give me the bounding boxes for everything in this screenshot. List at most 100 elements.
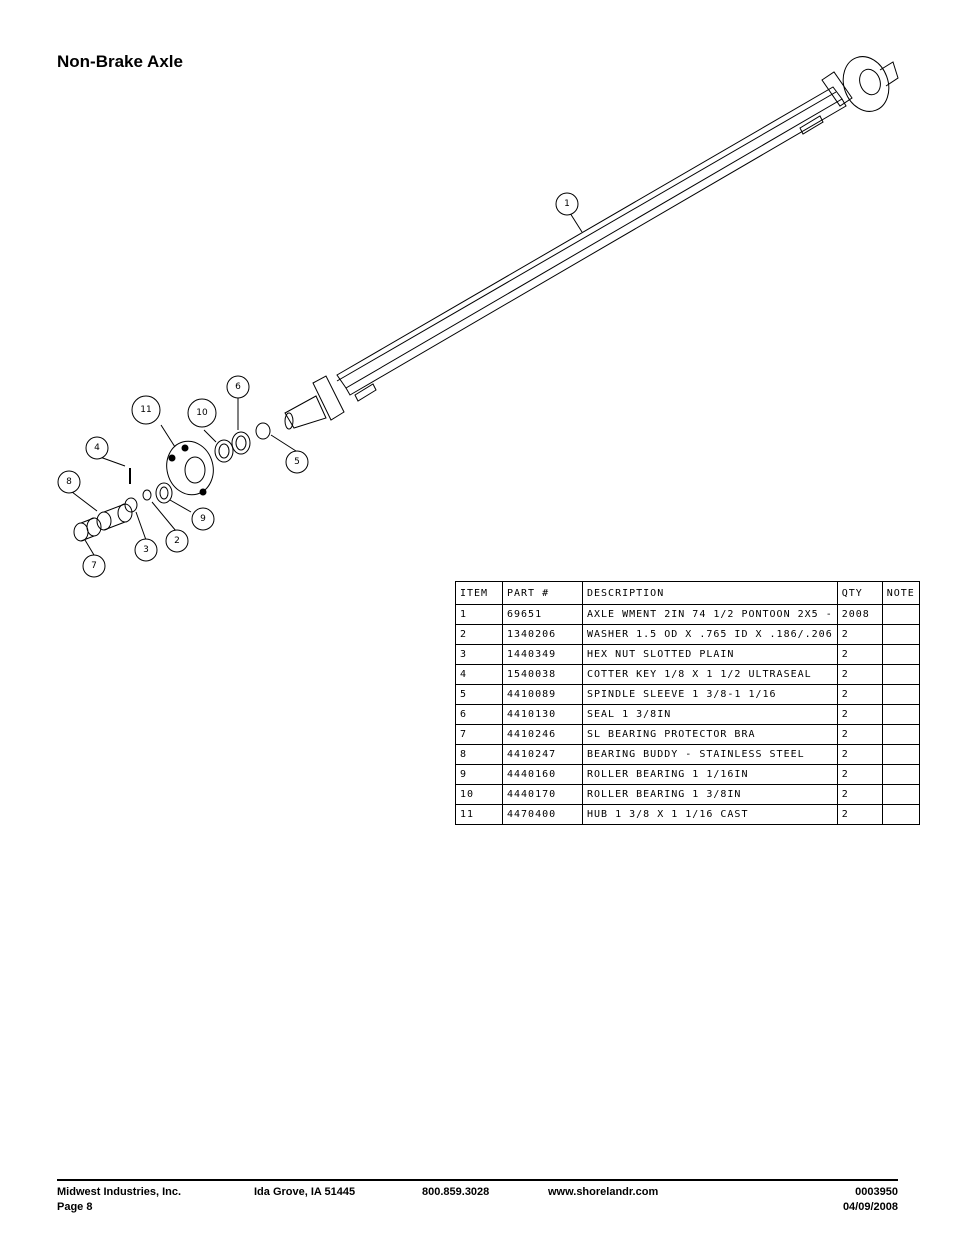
cell-qty: 2 [836,704,883,725]
footer-website: www.shorelandr.com [548,1186,659,1198]
cell-description: SPINDLE SLEEVE 1 3/8-1 1/16 [582,684,838,705]
cell-qty: 2 [836,724,883,745]
cell-description: COTTER KEY 1/8 X 1 1/2 ULTRASEAL [582,664,838,685]
cell-note [881,684,920,705]
cell-description: SEAL 1 3/8IN [582,704,838,725]
cell-qty: 2 [836,624,883,645]
cell-note [881,764,920,785]
callout-4 [85,436,109,460]
callout-2 [165,529,189,553]
cell-qty: 2 [836,744,883,765]
cell-item: 2 [455,624,503,645]
cell-item: 8 [455,744,503,765]
cell-qty: 2 [836,644,883,665]
footer-location: Ida Grove, IA 51445 [254,1186,356,1198]
callout-3 [134,538,158,562]
cell-description: ROLLER BEARING 1 1/16IN [582,764,838,785]
cell-part-number: 1540038 [502,664,583,685]
header-description: DESCRIPTION [582,581,838,605]
callout-10-label: 10 [196,408,208,418]
header-item: ITEM [455,581,503,605]
callout-6 [226,375,250,399]
cell-part-number: 4440170 [502,784,583,805]
cell-item: 5 [455,684,503,705]
cell-description: SL BEARING PROTECTOR BRA [582,724,838,745]
cell-note [881,804,920,825]
callout-7-label: 7 [91,561,97,571]
cell-qty: 2 [836,664,883,685]
cell-note [881,744,920,765]
callout-11 [131,395,161,425]
cell-item: 4 [455,664,503,685]
cell-part-number: 4410247 [502,744,583,765]
cell-qty: 2 [836,784,883,805]
callout-8-label: 8 [66,477,72,487]
callout-1 [555,192,579,216]
cell-note [881,664,920,685]
callout-4-label: 4 [94,443,100,453]
cell-description: ROLLER BEARING 1 3/8IN [582,784,838,805]
cell-part-number: 4410089 [502,684,583,705]
cell-note [881,644,920,665]
footer-phone: 800.859.3028 [422,1186,490,1198]
header-part: PART # [502,581,583,605]
cell-qty: 2 [836,764,883,785]
cell-part-number: 69651 [502,604,583,625]
cell-item: 9 [455,764,503,785]
header-qty: QTY [836,581,883,605]
callout-10 [187,398,217,428]
header-note: NOTE [881,581,920,605]
callout-9-label: 9 [200,514,206,524]
callout-7 [82,554,106,578]
cell-item: 11 [455,804,503,825]
callout-1-label: 1 [564,199,570,209]
callout-9 [191,507,215,531]
callout-2-label: 2 [174,536,180,546]
callout-5-label: 5 [294,457,300,467]
cell-item: 7 [455,724,503,745]
cell-item: 3 [455,644,503,665]
footer-page-number: Page 8 [57,1201,93,1213]
cell-part-number: 4410130 [502,704,583,725]
footer-divider [57,1179,898,1181]
cell-note [881,724,920,745]
cell-note [881,704,920,725]
cell-description: WASHER 1.5 OD X .765 ID X .186/.206 [582,624,838,645]
cell-description: HEX NUT SLOTTED PLAIN [582,644,838,665]
cell-part-number: 4410246 [502,724,583,745]
cell-part-number: 1440349 [502,644,583,665]
callout-8 [57,470,81,494]
footer-date: 04/09/2008 [842,1201,898,1213]
callout-3-label: 3 [143,545,149,555]
callout-6-label: 6 [235,382,241,392]
page-title: Non-Brake Axle [57,52,183,71]
footer-company: Midwest Industries, Inc. [57,1186,182,1198]
cell-part-number: 4440160 [502,764,583,785]
cell-note [881,604,920,625]
cell-note [881,784,920,805]
cell-item: 10 [455,784,503,805]
cell-item: 6 [455,704,503,725]
cell-description: AXLE WMENT 2IN 74 1/2 PONTOON 2X5 - [582,604,838,625]
cell-qty: 2 [836,684,883,705]
callout-11-label: 11 [140,405,151,415]
cell-qty: 2008 [836,604,883,625]
cell-part-number: 4470400 [502,804,583,825]
callout-5 [285,450,309,474]
cell-part-number: 1340206 [502,624,583,645]
table-header-row: ITEM PART # DESCRIPTION QTY NOTE [455,581,920,605]
cell-item: 1 [455,604,503,625]
